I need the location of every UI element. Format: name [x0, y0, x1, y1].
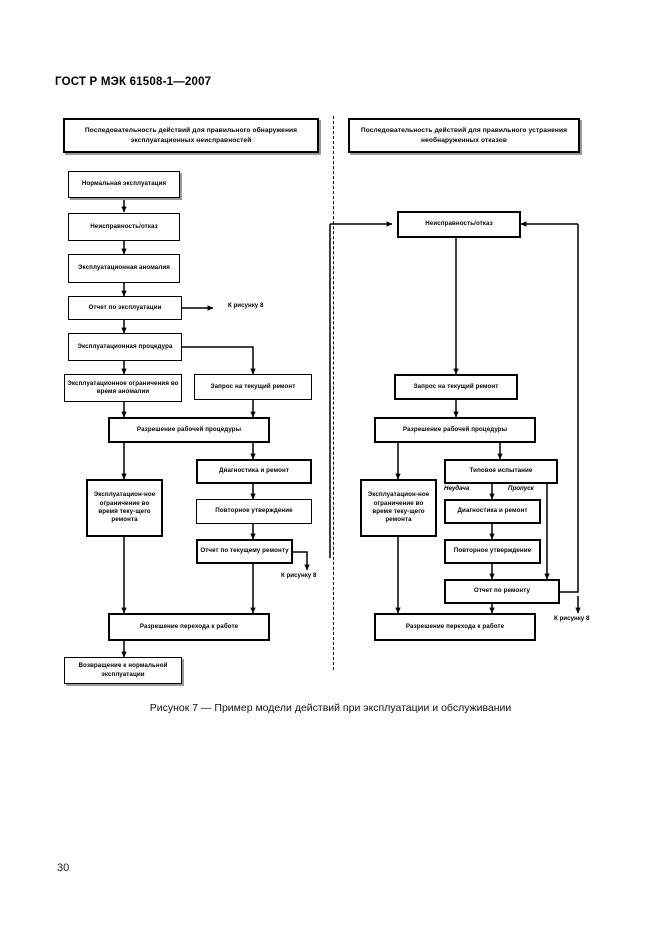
- node-right-repair-report: Отчет по ремонту: [444, 579, 560, 604]
- node-right-operational-limits-maintenance: Эксплуатацион-ное ограничение во время т…: [360, 479, 437, 537]
- node-left-operational-anomaly: Эксплуатационная аномалия: [68, 254, 180, 283]
- node-right-maintenance-request: Запрос на текущий ремонт: [394, 374, 518, 400]
- node-left-operational-limits-maintenance: Эксплуатацион-ное ограничение во время т…: [86, 479, 163, 537]
- standard-header: ГОСТ Р МЭК 61508-1—2007: [55, 76, 212, 88]
- node-right-type-test: Типовое испытание: [444, 459, 558, 484]
- right-column-title: Последовательность действий для правильн…: [348, 118, 580, 153]
- label-branch-fail: Неудача: [444, 485, 470, 492]
- column-divider: [333, 116, 334, 670]
- node-left-operational-procedure: Эксплуатационная процедура: [68, 333, 182, 361]
- label-branch-pass: Пропуск: [508, 485, 534, 492]
- node-right-diagnostics-repair: Диагностика и ремонт: [444, 499, 541, 524]
- node-left-work-procedure-permit: Разрешение рабочей процедуры: [108, 417, 270, 443]
- node-right-return-to-work-permit: Разрешение перехода к работе: [374, 613, 536, 641]
- label-right-to-figure-8: К рисунку 8: [554, 615, 590, 622]
- node-left-reapproval: Повторное утверждение: [196, 499, 312, 524]
- figure-7-flowchart: Последовательность действий для правильн…: [63, 116, 590, 684]
- node-left-maintenance-report: Отчет по текущему ремонту: [196, 539, 293, 564]
- node-left-return-to-normal-operation: Возвращение к нормальной эксплуатации: [64, 657, 182, 684]
- node-left-fault-failure: Неисправность/отказ: [68, 213, 180, 241]
- node-left-operation-report: Отчет по эксплуатации: [68, 296, 182, 320]
- node-right-reapproval: Повторное утверждение: [444, 539, 541, 564]
- left-column-title: Последовательность действий для правильн…: [63, 118, 319, 153]
- label-left-to-figure-8-bottom: К рисунку 8: [281, 572, 317, 579]
- node-left-diagnostics-repair: Диагностика и ремонт: [196, 459, 312, 484]
- page-number: 30: [57, 862, 70, 874]
- node-right-work-procedure-permit: Разрешение рабочей процедуры: [374, 417, 536, 443]
- figure-caption: Рисунок 7 — Пример модели действий при э…: [149, 702, 512, 714]
- node-left-operational-limits-anomaly: Эксплуатационное ограничения во время ан…: [64, 374, 182, 402]
- node-left-return-to-work-permit: Разрешение перехода к работе: [108, 613, 270, 641]
- label-left-to-figure-8-top: К рисунку 8: [228, 302, 264, 309]
- node-left-normal-operation: Нормальная эксплуатация: [68, 171, 180, 198]
- node-left-maintenance-request: Запрос на текущий ремонт: [194, 374, 312, 400]
- node-right-fault-failure: Неисправность/отказ: [397, 211, 521, 238]
